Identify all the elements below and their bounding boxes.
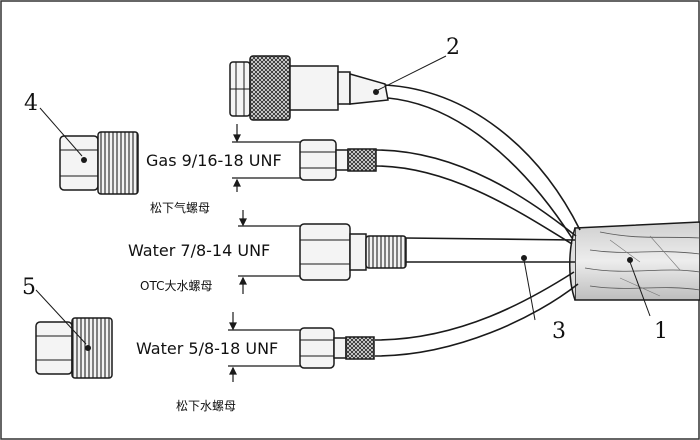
gas-fitting — [299, 139, 377, 181]
gas-nut-caption: 松下气螺母 — [150, 200, 210, 215]
hose-water-small — [374, 271, 579, 357]
callout-4: 4 — [24, 91, 38, 116]
callout-3: 3 — [552, 319, 566, 344]
callout-2: 2 — [446, 35, 460, 60]
gas-thread-label: Gas 9/16-18 UNF — [146, 151, 282, 170]
main-cable-sheath — [569, 221, 700, 301]
hose-connector-2 — [384, 84, 581, 239]
loose-gas-nut-4 — [59, 131, 139, 195]
water-large-fitting — [299, 223, 407, 281]
callout-1: 1 — [654, 319, 668, 344]
electrical-connector-plug — [229, 55, 389, 121]
water-large-thread-label: Water 7/8-14 UNF — [128, 241, 270, 260]
dimension-marks — [228, 124, 300, 382]
hose-gas — [374, 149, 577, 245]
water-large-nut-caption: OTC大水螺母 — [140, 279, 212, 293]
hose-water-large — [404, 237, 576, 263]
callout-5: 5 — [22, 275, 36, 300]
water-small-nut-caption: 松下水螺母 — [176, 399, 236, 413]
loose-water-nut-5 — [35, 317, 113, 379]
water-small-fitting — [299, 327, 375, 369]
water-small-thread-label: Water 5/8-18 UNF — [136, 339, 278, 358]
callout-leaders — [35, 55, 651, 345]
